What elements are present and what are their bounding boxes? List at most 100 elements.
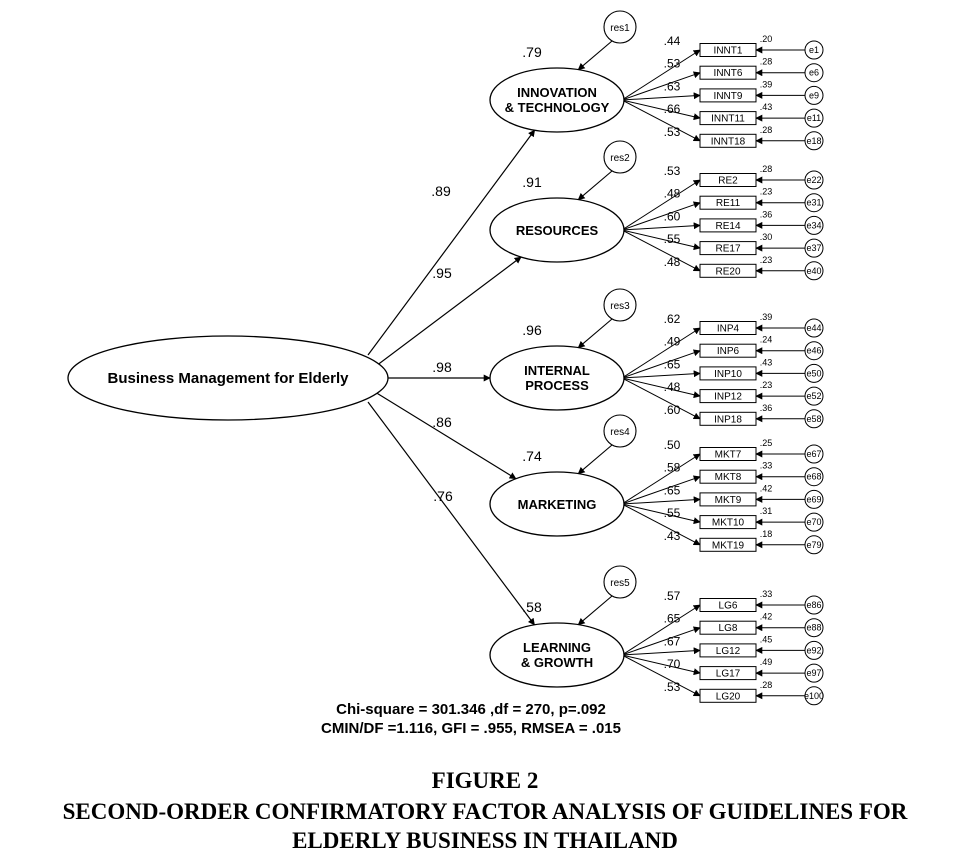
factor-5-r2: .58 xyxy=(522,599,542,615)
indicator-r2: .28 xyxy=(760,57,773,67)
residual-2-path xyxy=(577,170,613,201)
error-circle xyxy=(804,131,824,151)
factor-2-label: RESOURCES xyxy=(516,223,599,238)
loading-path xyxy=(621,99,701,142)
loading-path xyxy=(621,229,701,272)
error-circle xyxy=(804,618,824,638)
loading-path xyxy=(621,229,701,251)
loading-path xyxy=(621,503,701,546)
structural-coef-3: .98 xyxy=(432,359,452,375)
structural-path-1 xyxy=(367,129,536,356)
residual-5-path xyxy=(577,595,613,626)
error-label: e52 xyxy=(806,391,821,401)
loading-coef: .55 xyxy=(664,232,681,246)
loading-path xyxy=(621,99,701,121)
indicator-box xyxy=(699,688,757,703)
indicator-r2: .39 xyxy=(760,79,773,89)
indicator-box xyxy=(699,65,757,80)
structural-path-2 xyxy=(375,256,522,367)
error-circle xyxy=(804,535,824,555)
structural-coef-2: .95 xyxy=(432,265,452,281)
error-label: e58 xyxy=(806,414,821,424)
error-circle xyxy=(804,215,824,235)
indicator-box xyxy=(699,366,757,381)
loading-coef: .63 xyxy=(664,79,681,93)
indicator-box xyxy=(699,537,757,552)
indicator-box xyxy=(699,321,757,335)
factor-3-ellipse xyxy=(489,345,625,411)
error-label: e88 xyxy=(806,623,821,633)
indicator-box xyxy=(699,666,757,681)
structural-coef-5: .76 xyxy=(433,488,453,504)
indicator-r2: .33 xyxy=(760,461,773,471)
factor-1-label: & TECHNOLOGY xyxy=(505,100,610,115)
loading-path xyxy=(621,647,701,656)
error-label: e46 xyxy=(806,346,821,356)
indicator-label: MKT10 xyxy=(712,518,745,529)
indicator-r2: .30 xyxy=(760,232,773,242)
error-label: e79 xyxy=(806,540,821,550)
factor-5-ellipse xyxy=(489,622,625,688)
factor-1-r2: .79 xyxy=(522,44,542,60)
indicator-label: INNT6 xyxy=(714,68,743,79)
indicator-box xyxy=(699,111,757,126)
factor-2-ellipse xyxy=(489,197,625,263)
error-circle xyxy=(804,663,824,683)
structural-coef-1: .89 xyxy=(431,183,451,199)
root-latent-ellipse xyxy=(67,335,389,421)
indicator-label: MKT8 xyxy=(715,472,742,483)
indicator-label: LG12 xyxy=(716,646,741,657)
residual-3-circle xyxy=(603,288,637,322)
loading-coef: .55 xyxy=(664,506,681,520)
indicator-label: INNT9 xyxy=(714,91,743,102)
factor-1-ellipse xyxy=(489,67,625,133)
error-label: e70 xyxy=(806,517,821,527)
loading-coef: .48 xyxy=(664,380,681,394)
error-circle xyxy=(804,640,824,660)
indicator-r2: .42 xyxy=(760,612,773,622)
error-circle xyxy=(804,341,824,361)
error-label: e31 xyxy=(806,198,821,208)
indicator-r2: .28 xyxy=(760,680,773,690)
error-label: e97 xyxy=(806,668,821,678)
indicator-label: LG20 xyxy=(716,691,741,702)
error-label: e50 xyxy=(806,368,821,378)
error-label: e40 xyxy=(806,266,821,276)
indicator-label: MKT9 xyxy=(715,495,742,506)
loading-coef: .65 xyxy=(664,612,681,626)
factor-3-label: PROCESS xyxy=(525,378,589,393)
loading-path xyxy=(621,92,701,101)
loading-path xyxy=(621,626,701,656)
indicator-r2: .28 xyxy=(760,164,773,174)
indicator-label: RE11 xyxy=(716,198,741,209)
factor-5-label: LEARNING xyxy=(523,640,591,655)
indicator-r2: .49 xyxy=(760,657,773,667)
error-circle xyxy=(804,467,824,487)
residual-4-label: res4 xyxy=(610,427,630,438)
indicator-box xyxy=(699,469,757,484)
indicator-box xyxy=(699,515,757,530)
indicator-box xyxy=(699,133,757,148)
factor-3-label: INTERNAL xyxy=(524,363,590,378)
indicator-box xyxy=(699,620,757,635)
loading-coef: .62 xyxy=(664,312,681,326)
indicator-box xyxy=(699,598,757,612)
indicator-label: RE14 xyxy=(715,221,740,232)
indicator-r2: .23 xyxy=(760,187,773,197)
error-circle xyxy=(804,318,824,338)
indicator-r2: .45 xyxy=(760,634,773,644)
indicator-label: RE2 xyxy=(718,176,738,187)
error-circle xyxy=(804,63,824,83)
factor-1-label: INNOVATION xyxy=(517,85,597,100)
fit-stats-line1: Chi-square = 301.346 ,df = 270, p=.092 xyxy=(336,701,606,718)
error-circle xyxy=(804,40,824,60)
indicator-label: RE17 xyxy=(715,244,740,255)
root-latent-label: Business Management for Elderly xyxy=(108,370,350,387)
loading-path xyxy=(621,475,701,505)
indicator-label: INP4 xyxy=(717,324,740,335)
residual-5-label: res5 xyxy=(610,578,630,589)
error-label: e44 xyxy=(806,323,821,333)
figure-title-line2: ELDERLY BUSINESS IN THAILAND xyxy=(292,828,678,853)
residual-3-path xyxy=(577,318,613,349)
loading-path xyxy=(621,604,701,656)
